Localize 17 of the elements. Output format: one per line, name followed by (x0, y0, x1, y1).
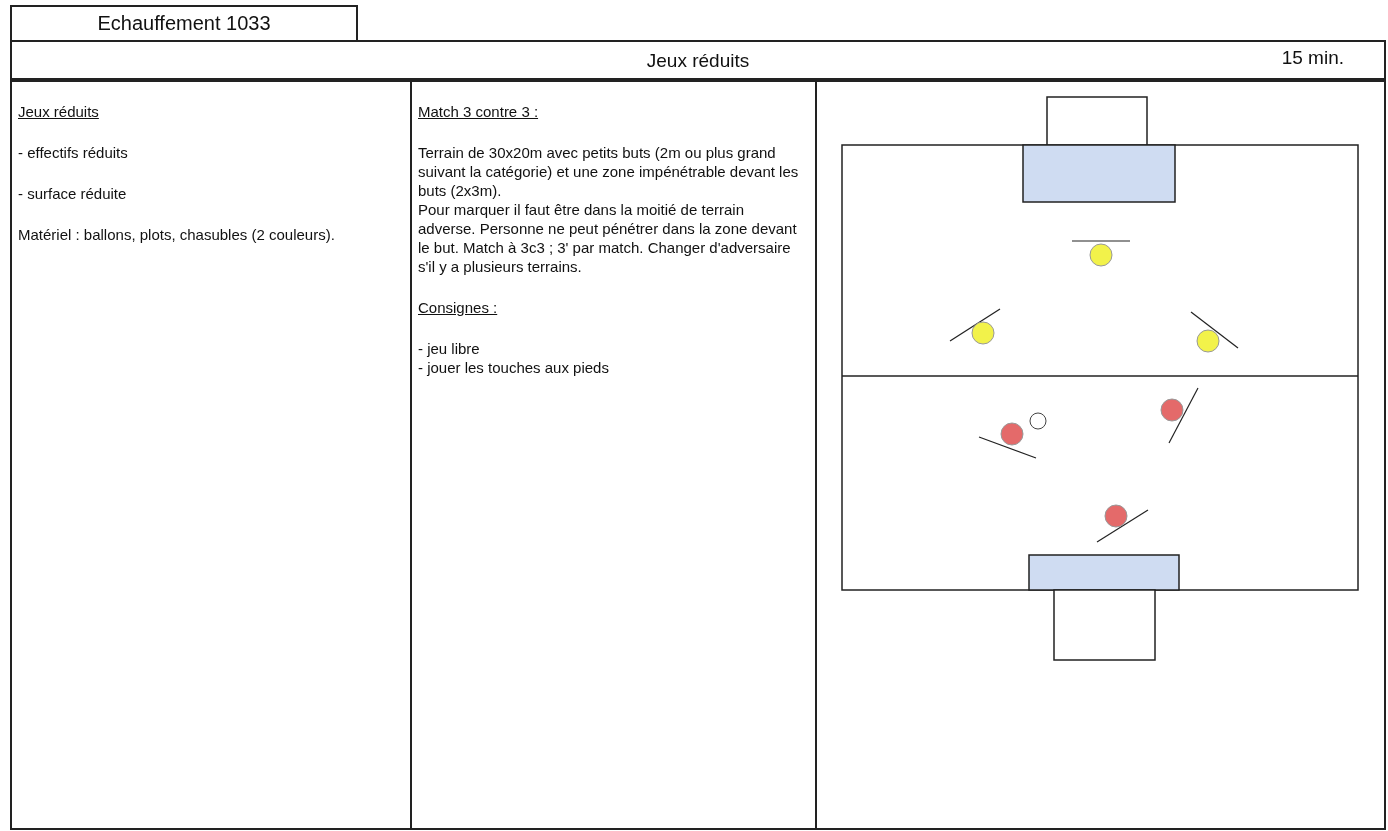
sheet-title: Echauffement 1033 (96, 12, 272, 35)
text-column (410, 80, 817, 830)
bullet-item: - effectifs réduits (18, 143, 128, 162)
bullet-item: - jeu libre (418, 339, 480, 358)
section-heading: Consignes : (418, 298, 498, 317)
section-heading: Jeux réduits (18, 102, 99, 121)
title-tab (10, 5, 358, 42)
materials-note: Matériel : ballons, plots, chasubles (2 couleurs). (18, 225, 335, 244)
text-column (10, 80, 412, 830)
bullet-item: - surface réduite (18, 184, 127, 203)
header-band (10, 40, 1386, 80)
exercise-heading: Jeux réduits (646, 50, 750, 72)
description-paragraph: Terrain de 30x20m avec petits buts (2m ou plus grand suivant la catégorie) et une zone impénétrable devant les buts (2x3m). (418, 143, 800, 200)
duration-label: 15 min. (1281, 47, 1344, 69)
bullet-item: - jouer les touches aux pieds (418, 358, 609, 377)
rules-paragraph: Pour marquer il faut être dans la moitié de terrain adverse. Personne ne peut pénétrer dans la zone devant le but. Match à 3c3 ; 3' par match. Changer d'adversaire s'il y a plusieurs terrains. (418, 200, 798, 276)
section-heading: Match 3 contre 3 : (418, 102, 539, 121)
